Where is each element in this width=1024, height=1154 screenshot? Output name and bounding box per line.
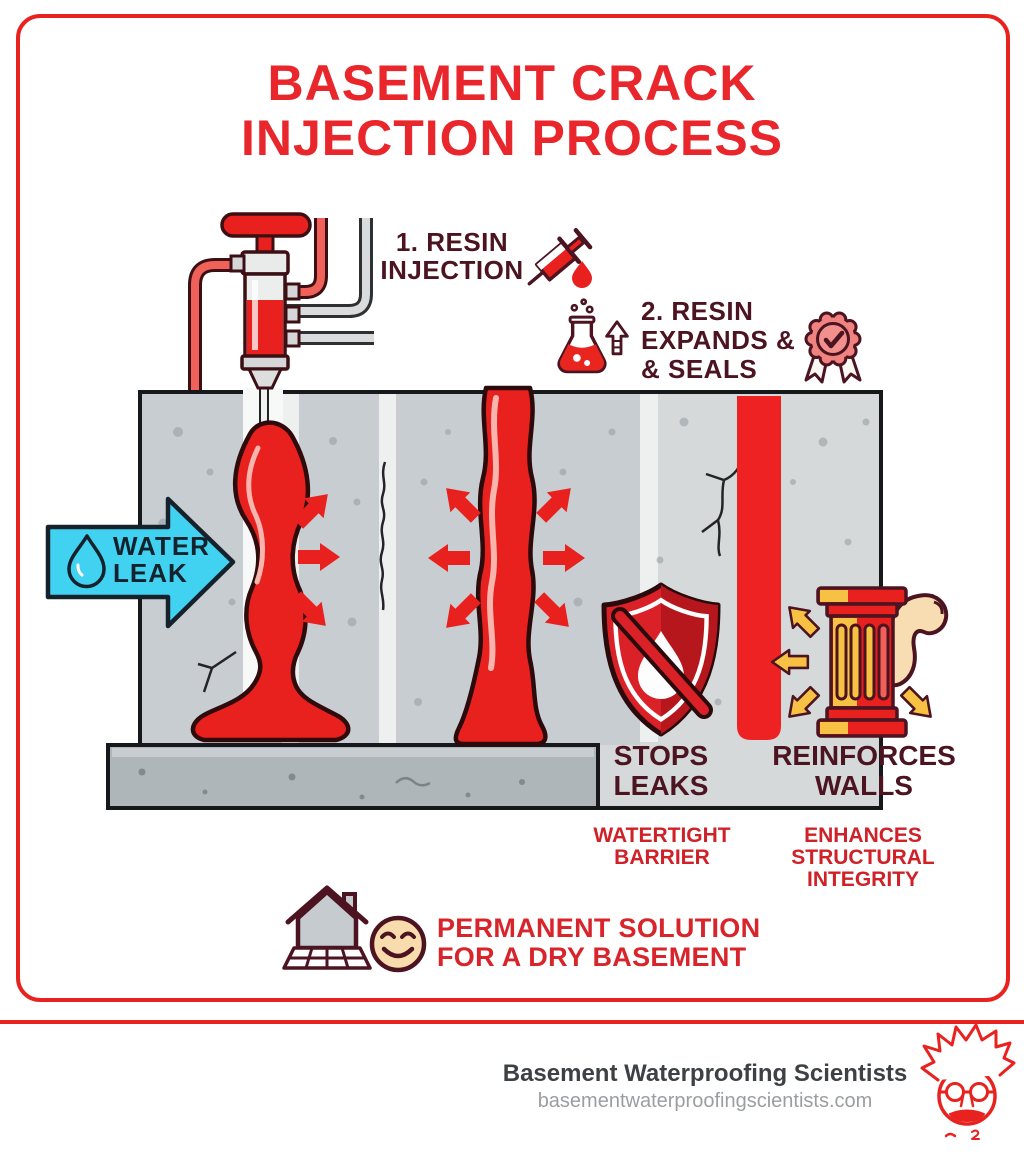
step1-line-2: INJECTION [380, 255, 524, 285]
step2-label: 2. RESIN EXPANDS & & SEALS [641, 297, 831, 384]
watertight-line-1: WATERTIGHT [593, 824, 731, 847]
title-line-1: BASEMENT CRACK [267, 55, 757, 111]
step1-label: 1. RESIN INJECTION [368, 228, 536, 284]
flask-icon [557, 298, 629, 374]
injection-pump [188, 212, 374, 390]
strong-column-icon [770, 585, 949, 738]
house-icon [282, 885, 372, 970]
step2-line-1: 2. RESIN [641, 296, 754, 326]
footer-website: basementwaterproofingscientists.com [537, 1090, 873, 1112]
step2-line-3: & SEALS [641, 354, 758, 384]
water-leak-arrow [45, 496, 236, 629]
footer-company-name: Basement Waterproofing Scientists [502, 1060, 908, 1087]
conclusion-line-2: FOR A DRY BASEMENT [437, 942, 747, 972]
enhances-line-1: ENHANCES [804, 824, 922, 847]
watertight-barrier-label: WATERTIGHT BARRIER [586, 825, 738, 869]
concrete-floor [106, 743, 600, 810]
scientist-mascot-logo [920, 1023, 1016, 1140]
stops-leaks-label: STOPS LEAKS [577, 741, 745, 801]
happy-face-icon [369, 915, 427, 973]
hairline-crack [379, 461, 387, 611]
pump-tubes [188, 218, 374, 390]
watertight-line-2: BARRIER [614, 846, 710, 869]
step2-line-2: EXPANDS & [641, 325, 796, 355]
tile-floor [282, 946, 372, 970]
reinforces-line-1: REINFORCES [772, 740, 956, 771]
step1-line-1: 1. RESIN [395, 227, 509, 257]
page-title: BASEMENT CRACK INJECTION PROCESS [0, 56, 1024, 166]
pump-body [220, 212, 312, 390]
no-leak-shield-icon [601, 582, 721, 737]
muscle-arm-icon [882, 593, 949, 688]
stops-line-1: STOPS [613, 740, 709, 771]
column-body [816, 586, 908, 738]
expand-up-arrow-icon [605, 320, 629, 356]
enhances-line-3: INTEGRITY [806, 868, 919, 891]
sealed-crack-band [737, 396, 781, 740]
expanded-crack [453, 385, 548, 747]
water-leak-label: WATER LEAK [113, 533, 210, 587]
enhances-line-2: STRUCTURAL [791, 846, 935, 869]
enhances-integrity-label: ENHANCES STRUCTURAL INTEGRITY [788, 825, 938, 891]
conclusion-label: PERMANENT SOLUTION FOR A DRY BASEMENT [437, 914, 760, 972]
reinforces-walls-label: REINFORCES WALLS [764, 741, 964, 801]
title-line-2: INJECTION PROCESS [240, 110, 784, 166]
floor-crack-squiggle [395, 777, 431, 787]
conclusion-line-1: PERMANENT SOLUTION [437, 913, 761, 943]
stops-line-2: LEAKS [613, 770, 709, 801]
water-drop-icon [67, 534, 106, 589]
logo-sub-marks [944, 1129, 980, 1140]
reinforces-line-2: WALLS [815, 770, 913, 801]
floor-speckles [138, 768, 525, 800]
footer-divider [0, 1020, 1024, 1024]
water-leak-line-1: WATER [113, 531, 210, 561]
small-branch-crack [197, 650, 237, 693]
seal-badge-icon [804, 311, 862, 384]
resin-drop-icon [572, 261, 592, 288]
wall-speckles [158, 417, 870, 707]
syringe-icon [527, 228, 593, 288]
water-leak-line-2: LEAK [113, 558, 188, 588]
